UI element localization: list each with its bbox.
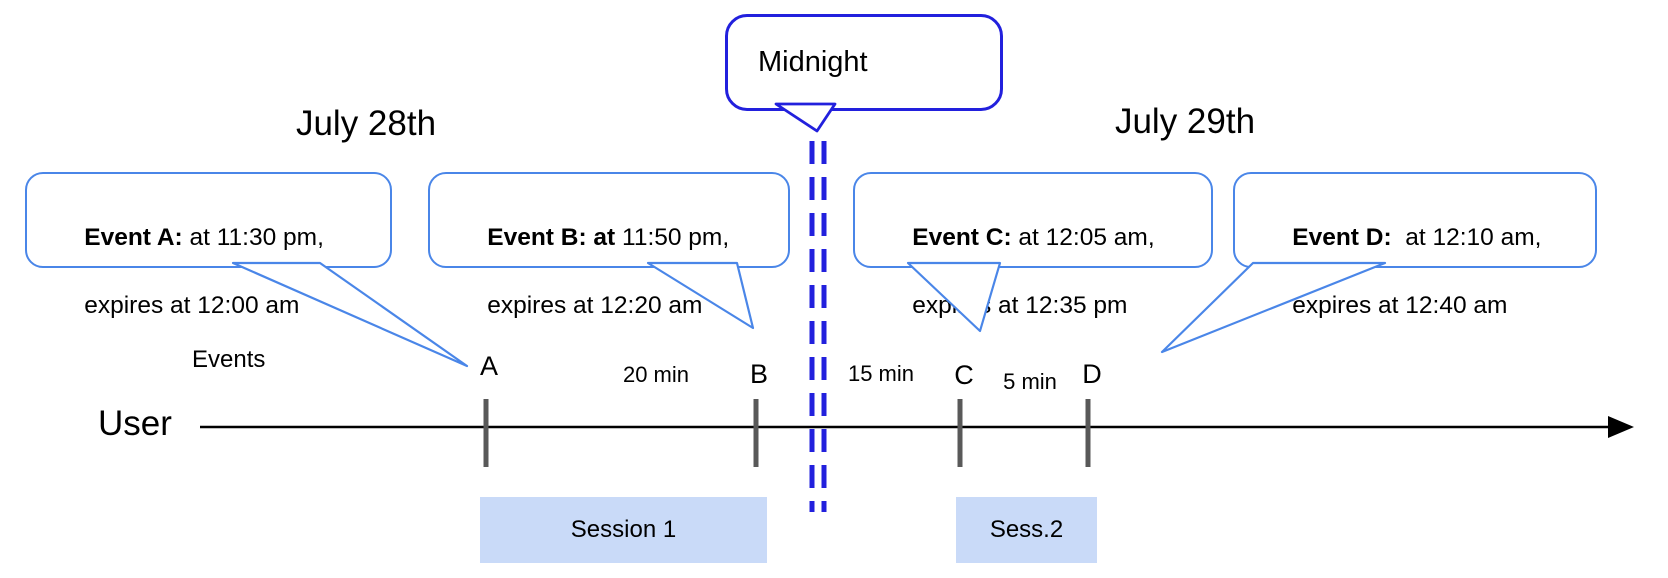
event-c-callout: Event C: at 12:05 am, expires at 12:35 p…: [853, 172, 1213, 319]
gap-label-5min: 5 min: [1003, 369, 1057, 394]
event-b-line2: expires at 12:20 am: [487, 292, 703, 319]
session-2-label: Sess.2: [989, 516, 1064, 543]
session-2-bar: Sess.2: [956, 497, 1097, 563]
event-a-callout: Event A: at 11:30 pm, expires at 12:00 a…: [25, 172, 392, 319]
event-d-callout: Event D: at 12:10 am, expires at 12:40 a…: [1233, 172, 1597, 319]
tick-label-c: C: [954, 360, 974, 390]
timeline-arrowhead-icon: [1608, 416, 1634, 438]
event-c-title: Event C:: [912, 224, 1012, 251]
tick-label-b: B: [749, 359, 769, 389]
midnight-callout: Midnight: [725, 14, 1003, 111]
day-title-july-29: July 29th: [1114, 102, 1256, 141]
session-1-bar: Session 1: [480, 497, 767, 563]
event-d-time: at 12:10 am,: [1391, 224, 1542, 251]
event-c-line1: Event C: at 12:05 am,: [912, 224, 1154, 251]
event-b-time: 11:50 pm,: [615, 224, 730, 251]
session-1-label: Session 1: [570, 516, 677, 543]
event-c-line2: expires at 12:35 pm: [912, 292, 1128, 319]
event-d-line1: Event D: at 12:10 am,: [1292, 224, 1541, 251]
event-d-title: Event D:: [1292, 224, 1392, 251]
event-a-title: Event A:: [84, 224, 183, 251]
gap-label-20min: 20 min: [622, 362, 690, 387]
tick-label-d: D: [1082, 359, 1102, 389]
event-d-line2: expires at 12:40 am: [1292, 292, 1508, 319]
midnight-label: Midnight: [758, 46, 868, 78]
event-b-callout: Event B: at 11:50 pm, expires at 12:20 a…: [428, 172, 790, 319]
event-a-line1: Event A: at 11:30 pm,: [84, 224, 324, 251]
user-row-label: User: [98, 404, 172, 443]
event-a-time: at 11:30 pm,: [182, 224, 324, 251]
tick-label-a: A: [479, 351, 499, 381]
gap-label-15min: 15 min: [847, 361, 915, 386]
event-b-title: Event B: at: [487, 224, 616, 251]
event-b-line1: Event B: at 11:50 pm,: [487, 224, 729, 251]
event-a-line2: expires at 12:00 am: [84, 292, 300, 319]
events-row-label: Events: [192, 346, 266, 373]
event-c-time: at 12:05 am,: [1011, 224, 1155, 251]
day-title-july-28: July 28th: [295, 104, 437, 143]
